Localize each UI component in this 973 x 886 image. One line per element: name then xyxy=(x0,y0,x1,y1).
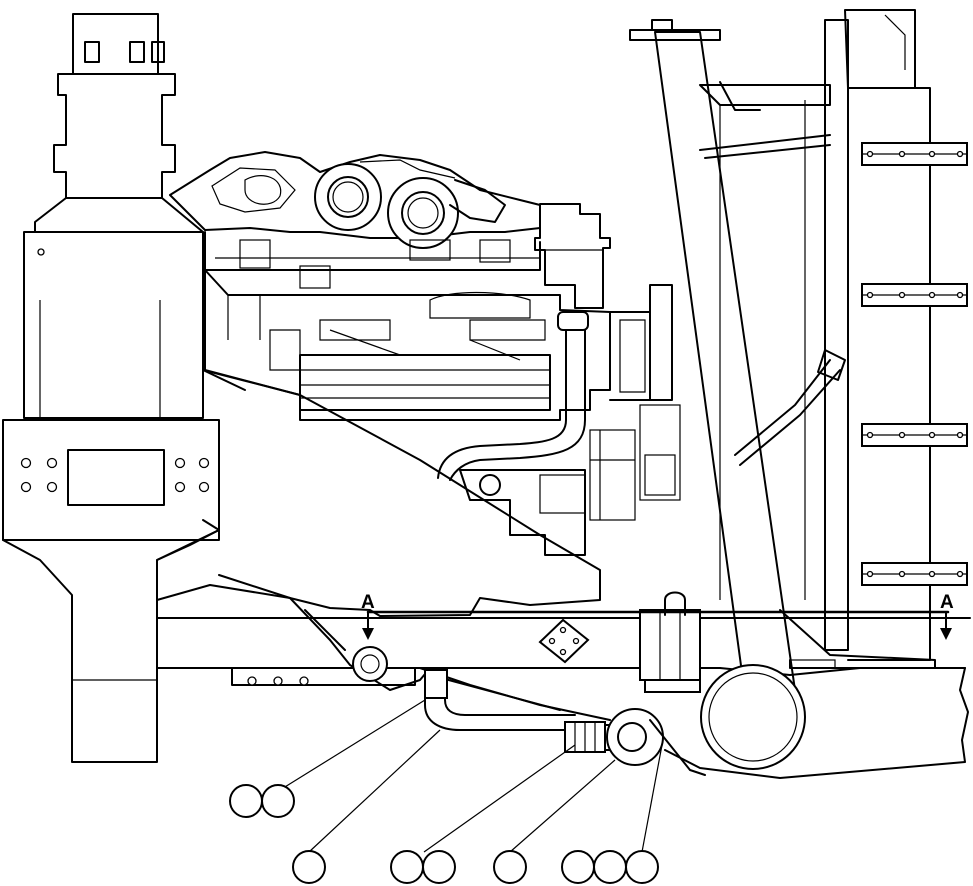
clamp-bar xyxy=(861,423,968,447)
section-marker-left: A xyxy=(361,592,375,613)
callout-bubble xyxy=(229,784,263,818)
callout-bubble xyxy=(625,850,659,884)
section-line-a-a xyxy=(362,610,952,640)
radiator-column xyxy=(699,9,968,669)
callout-bubble xyxy=(292,850,326,884)
callout-bubbles xyxy=(229,784,659,884)
clamp-bar xyxy=(861,283,968,307)
callout-bubble xyxy=(593,850,627,884)
section-marker-right: A xyxy=(940,592,954,613)
callout-bubble xyxy=(493,850,527,884)
callout-bubble xyxy=(261,784,295,818)
hose-assembly xyxy=(424,669,706,776)
callout-bubble xyxy=(422,850,456,884)
callout-bubble xyxy=(390,850,424,884)
clamp-bar xyxy=(861,562,968,586)
engine-assembly xyxy=(169,151,681,556)
side-frame xyxy=(156,369,971,779)
intake-tube xyxy=(629,19,846,770)
callout-leaders xyxy=(279,699,663,853)
callout-bubble xyxy=(561,850,595,884)
final-drive-housing xyxy=(2,13,220,763)
clamp-bar xyxy=(861,142,968,166)
